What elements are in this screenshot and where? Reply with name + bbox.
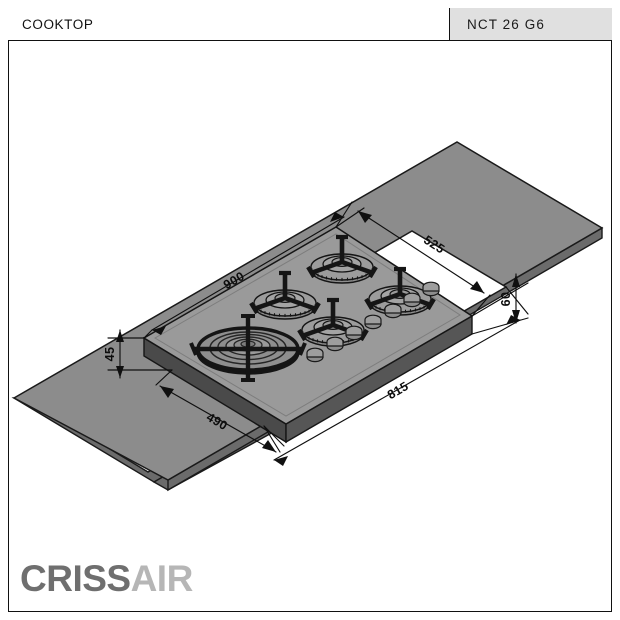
- dim-label-60: 60: [499, 292, 513, 307]
- model-code: NCT 26 G6: [467, 16, 545, 32]
- dim-900: [143, 201, 353, 339]
- brand-logo-part2: AIR: [130, 558, 194, 599]
- page-title: COOKTOP: [22, 16, 94, 32]
- dim-label-45: 45: [103, 347, 117, 362]
- dim-525: [335, 207, 491, 317]
- cooktop-appliance: [142, 226, 474, 444]
- model-code-cell: NCT 26 G6: [449, 8, 612, 40]
- product-title-cell: COOKTOP: [8, 8, 449, 40]
- technical-drawing: 900 525 60 45 490 815: [11, 141, 604, 492]
- dim-45: [107, 329, 173, 379]
- dim-815: [263, 286, 529, 466]
- brand-logo: CRISSAIR: [20, 560, 193, 597]
- dim-490: [155, 369, 285, 453]
- brand-logo-part1: CRISS: [20, 558, 131, 599]
- title-block: COOKTOP NCT 26 G6: [8, 8, 612, 41]
